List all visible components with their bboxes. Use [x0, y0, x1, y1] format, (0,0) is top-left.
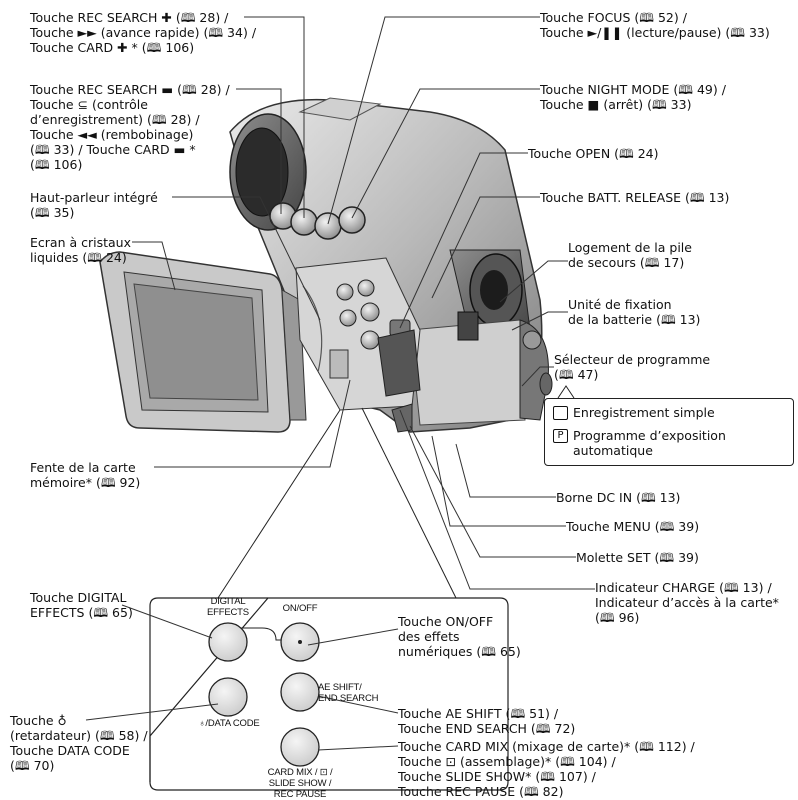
label-speaker: Haut-parleur intégré (🕮 35): [30, 190, 158, 220]
label-open: Touche OPEN (🕮 24): [528, 146, 659, 161]
label-batt-release: Touche BATT. RELEASE (🕮 13): [540, 190, 730, 205]
label-ae-shift: Touche AE SHIFT (🕮 51) / Touche END SEAR…: [398, 706, 576, 736]
simple-recording-icon: [553, 406, 568, 420]
top-buttons: [269, 202, 366, 240]
label-card-slot: Fente de la carte mémoire* (🕮 92): [30, 460, 141, 490]
legend-program: Programme d’exposition automatique: [573, 428, 726, 458]
label-set-dial: Molette SET (🕮 39): [576, 550, 699, 565]
program-legend: Enregistrement simple P Programme d’expo…: [544, 398, 794, 466]
leader-lines: [85, 16, 595, 751]
label-self-timer: Touche ♁ (retardateur) (🕮 58) / Touche D…: [10, 713, 148, 773]
label-night-mode: Touche NIGHT MODE (🕮 49) / Touche ■ (arr…: [540, 82, 726, 112]
panel-text-on-off: ON/OFF: [282, 603, 318, 614]
label-rec-search-plus: Touche REC SEARCH ✚ (🕮 28) / Touche ►► (…: [30, 10, 257, 55]
panel-text-digital-effects: DIGITAL EFFECTS: [207, 596, 249, 618]
button-panel-frame: [149, 407, 509, 791]
label-digital-effects: Touche DIGITAL EFFECTS (🕮 65): [30, 590, 133, 620]
side-controls: [295, 257, 421, 433]
label-menu: Touche MENU (🕮 39): [566, 519, 700, 534]
panel-text-card-mix: CARD MIX / ⊡ / SLIDE SHOW / REC PAUSE: [267, 767, 333, 800]
legend-simple: Enregistrement simple: [573, 405, 715, 420]
program-ae-icon: P: [553, 429, 568, 443]
panel-buttons: [208, 622, 320, 767]
label-card-mix: Touche CARD MIX (mixage de carte)* (🕮 11…: [398, 739, 695, 799]
label-focus: Touche FOCUS (🕮 52) / Touche ►/❚❚ (lectu…: [540, 10, 770, 40]
legend-pointer: [557, 385, 575, 399]
label-rec-search-minus: Touche REC SEARCH ▬ (🕮 28) / Touche ⊆ (c…: [30, 82, 230, 172]
panel-text-ae-shift: AE SHIFT/ END SEARCH: [318, 682, 379, 704]
label-battery-unit: Unité de fixation de la batterie (🕮 13): [568, 297, 701, 327]
label-backup-battery: Logement de la pile de secours (🕮 17): [568, 240, 692, 270]
panel-text-data-code: ♁/DATA CODE: [198, 718, 260, 729]
label-on-off: Touche ON/OFF des effets numériques (🕮 6…: [398, 614, 521, 659]
lcd-panel: [99, 251, 307, 433]
label-charge: Indicateur CHARGE (🕮 13) / Indicateur d’…: [595, 580, 779, 625]
label-lcd: Ecran à cristaux liquides (🕮 24): [30, 235, 131, 265]
label-program-selector: Sélecteur de programme (🕮 47): [554, 352, 711, 382]
label-dc-in: Borne DC IN (🕮 13): [556, 490, 681, 505]
